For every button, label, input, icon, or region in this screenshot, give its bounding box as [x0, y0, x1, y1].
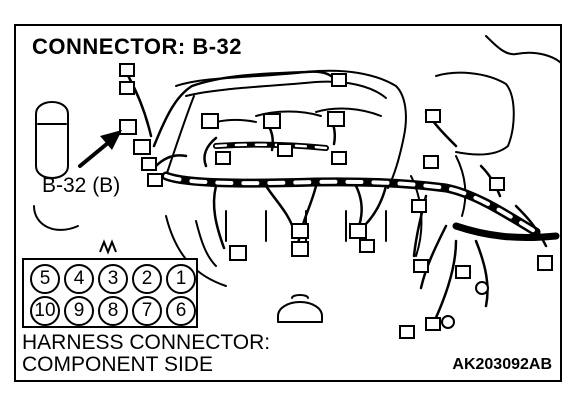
- pointer-arrow: [78, 130, 122, 168]
- pin-1: 1: [166, 264, 196, 294]
- caption-line-2: COMPONENT SIDE: [22, 353, 213, 376]
- pin-4: 4: [64, 264, 94, 294]
- connector-callout-label: B-32 (B): [42, 174, 121, 197]
- drawing-code: AK203092AB: [452, 356, 552, 373]
- pin-8: 8: [98, 296, 128, 326]
- pin-10: 10: [30, 296, 60, 326]
- pin-6: 6: [166, 296, 196, 326]
- connector-pin-diagram: 5 4 3 2 1 10 9 8 7 6: [22, 258, 198, 328]
- pin-2: 2: [132, 264, 162, 294]
- pin-5: 5: [30, 264, 60, 294]
- engine-illustration: [33, 35, 560, 339]
- page-title: CONNECTOR: B-32: [32, 34, 243, 59]
- diagram-frame: CONNECTOR: B-32 B-32 (B) 5 4 3 2 1 10 9 …: [14, 24, 562, 382]
- pin-7: 7: [132, 296, 162, 326]
- pin-9: 9: [64, 296, 94, 326]
- connector-caption: HARNESS CONNECTOR: COMPONENT SIDE: [22, 332, 270, 376]
- pin-3: 3: [98, 264, 128, 294]
- caption-line-1: HARNESS CONNECTOR:: [22, 331, 271, 354]
